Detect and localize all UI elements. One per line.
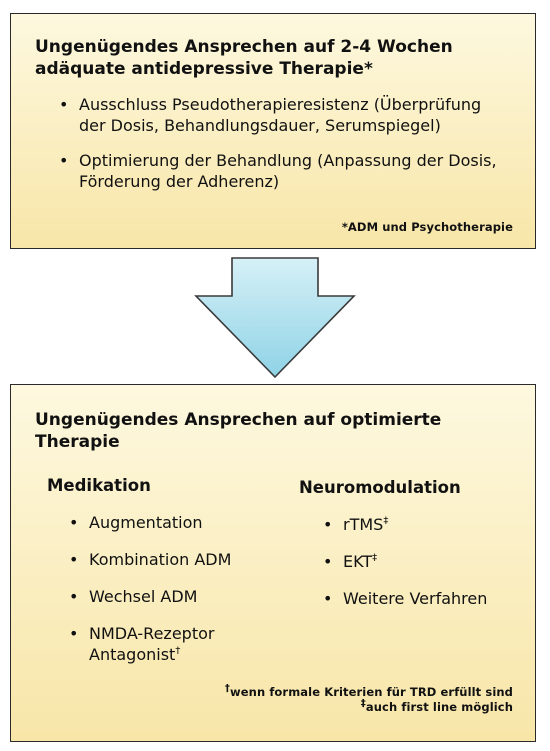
neuromodulation-item-text: Weitere Verfahren bbox=[343, 589, 488, 608]
medication-item-line1: NMDA-Rezeptor bbox=[89, 624, 215, 643]
bullet-text-line2: der Dosis, Behandlungsdauer, Serumspiege… bbox=[79, 116, 441, 135]
footnote-text: auch first line möglich bbox=[365, 700, 513, 714]
neuromodulation-item-text: rTMS bbox=[343, 515, 384, 534]
top-box-title: Ungenügendes Ansprechen auf 2-4 Wochen a… bbox=[35, 36, 515, 80]
top-box-title-line2: adäquate antidepressive Therapie* bbox=[35, 59, 373, 79]
double-dagger-mark: ‡ bbox=[360, 698, 366, 710]
medication-list: • Augmentation • Kombination ADM • Wechs… bbox=[67, 512, 287, 681]
bullet-icon: • bbox=[59, 95, 69, 114]
list-item: • Wechsel ADM bbox=[67, 586, 287, 607]
list-item: • Optimierung der Behandlung (Anpassung … bbox=[57, 150, 517, 192]
bullet-icon: • bbox=[69, 550, 79, 569]
dagger-mark: † bbox=[175, 645, 181, 657]
bottom-box-title: Ungenügendes Ansprechen auf optimierte T… bbox=[35, 410, 442, 452]
list-item: • rTMS‡ bbox=[321, 514, 521, 535]
list-item: • NMDA-Rezeptor Antagonist† bbox=[67, 623, 287, 665]
bottom-box-footnotes: †wenn formale Kriterien für TRD erfüllt … bbox=[224, 683, 513, 715]
bullet-icon: • bbox=[323, 515, 333, 534]
bullet-icon: • bbox=[59, 151, 69, 170]
footnote-text: wenn formale Kriterien für TRD erfüllt s… bbox=[230, 685, 513, 699]
list-item: • EKT‡ bbox=[321, 551, 521, 572]
bottom-box: Ungenügendes Ansprechen auf optimierte T… bbox=[10, 384, 536, 742]
dagger-mark: † bbox=[224, 683, 231, 695]
bullet-text-line1: Optimierung der Behandlung (Anpassung de… bbox=[79, 151, 497, 170]
double-dagger-mark: ‡ bbox=[383, 515, 389, 527]
bullet-icon: • bbox=[69, 624, 79, 643]
down-arrow-icon bbox=[194, 257, 356, 379]
medication-heading: Medikation bbox=[47, 476, 151, 495]
bullet-icon: • bbox=[69, 587, 79, 606]
arrow-shape bbox=[194, 257, 356, 379]
list-item: • Augmentation bbox=[67, 512, 287, 533]
neuromodulation-heading: Neuromodulation bbox=[299, 478, 461, 497]
medication-item-line2: Antagonist bbox=[89, 645, 176, 664]
medication-item-text: Wechsel ADM bbox=[89, 587, 198, 606]
top-box-bullet-list: • Ausschluss Pseudotherapieresistenz (Üb… bbox=[57, 94, 517, 206]
list-item: • Kombination ADM bbox=[67, 549, 287, 570]
neuromodulation-item-text: EKT bbox=[343, 552, 373, 571]
bullet-icon: • bbox=[323, 589, 333, 608]
medication-item-text: Kombination ADM bbox=[89, 550, 232, 569]
list-item: • Ausschluss Pseudotherapieresistenz (Üb… bbox=[57, 94, 517, 136]
double-dagger-mark: ‡ bbox=[372, 552, 378, 564]
top-box-title-line1: Ungenügendes Ansprechen auf 2-4 Wochen bbox=[35, 37, 453, 57]
neuromodulation-list: • rTMS‡ • EKT‡ • Weitere Verfahren bbox=[321, 514, 521, 625]
list-item: • Weitere Verfahren bbox=[321, 588, 521, 609]
medication-item-text: Augmentation bbox=[89, 513, 203, 532]
bullet-icon: • bbox=[69, 513, 79, 532]
bullet-icon: • bbox=[323, 552, 333, 571]
top-box: Ungenügendes Ansprechen auf 2-4 Wochen a… bbox=[10, 13, 536, 249]
footnote-dagger: †wenn formale Kriterien für TRD erfüllt … bbox=[224, 683, 513, 700]
top-box-footnote: *ADM und Psychotherapie bbox=[341, 220, 513, 234]
footnote-double-dagger: ‡auch first line möglich bbox=[225, 698, 513, 715]
bullet-text-line1: Ausschluss Pseudotherapieresistenz (Über… bbox=[79, 95, 482, 114]
bullet-text-line2: Förderung der Adherenz) bbox=[79, 172, 280, 191]
